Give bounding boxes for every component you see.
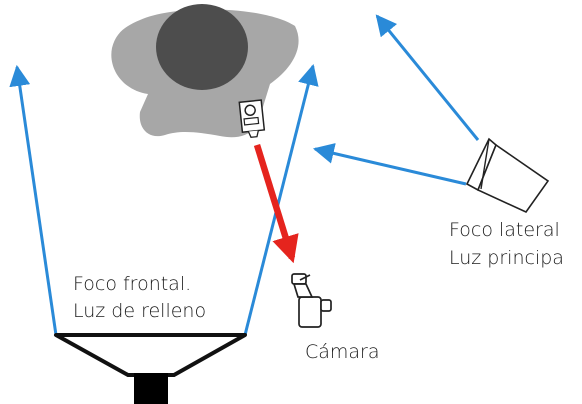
side-light-lower-ray (312, 143, 467, 186)
front-light-caption: Foco frontal. Luz de relleno (73, 273, 206, 322)
light-meter-icon (238, 99, 266, 139)
side-light-caption: Foco lateral Luz principa (449, 219, 564, 269)
front-light-right-ray (243, 63, 319, 336)
light-rays (9, 14, 480, 336)
subject-head (111, 4, 299, 138)
camera-label: Cámara (305, 341, 380, 363)
head-core (156, 4, 248, 90)
front-light-label-line2: Luz de relleno (73, 300, 206, 322)
front-light-left-ray (9, 64, 58, 336)
camera-direction-arrow (253, 144, 299, 264)
side-light-label-line2: Luz principa (449, 247, 564, 269)
front-softbox-icon (54, 333, 247, 404)
front-light-label-line1: Foco frontal. (73, 273, 191, 295)
camera-icon (291, 273, 332, 328)
side-light-upper-ray (375, 14, 480, 141)
side-light-icon (465, 137, 550, 214)
side-light-label-line1: Foco lateral (449, 219, 560, 241)
